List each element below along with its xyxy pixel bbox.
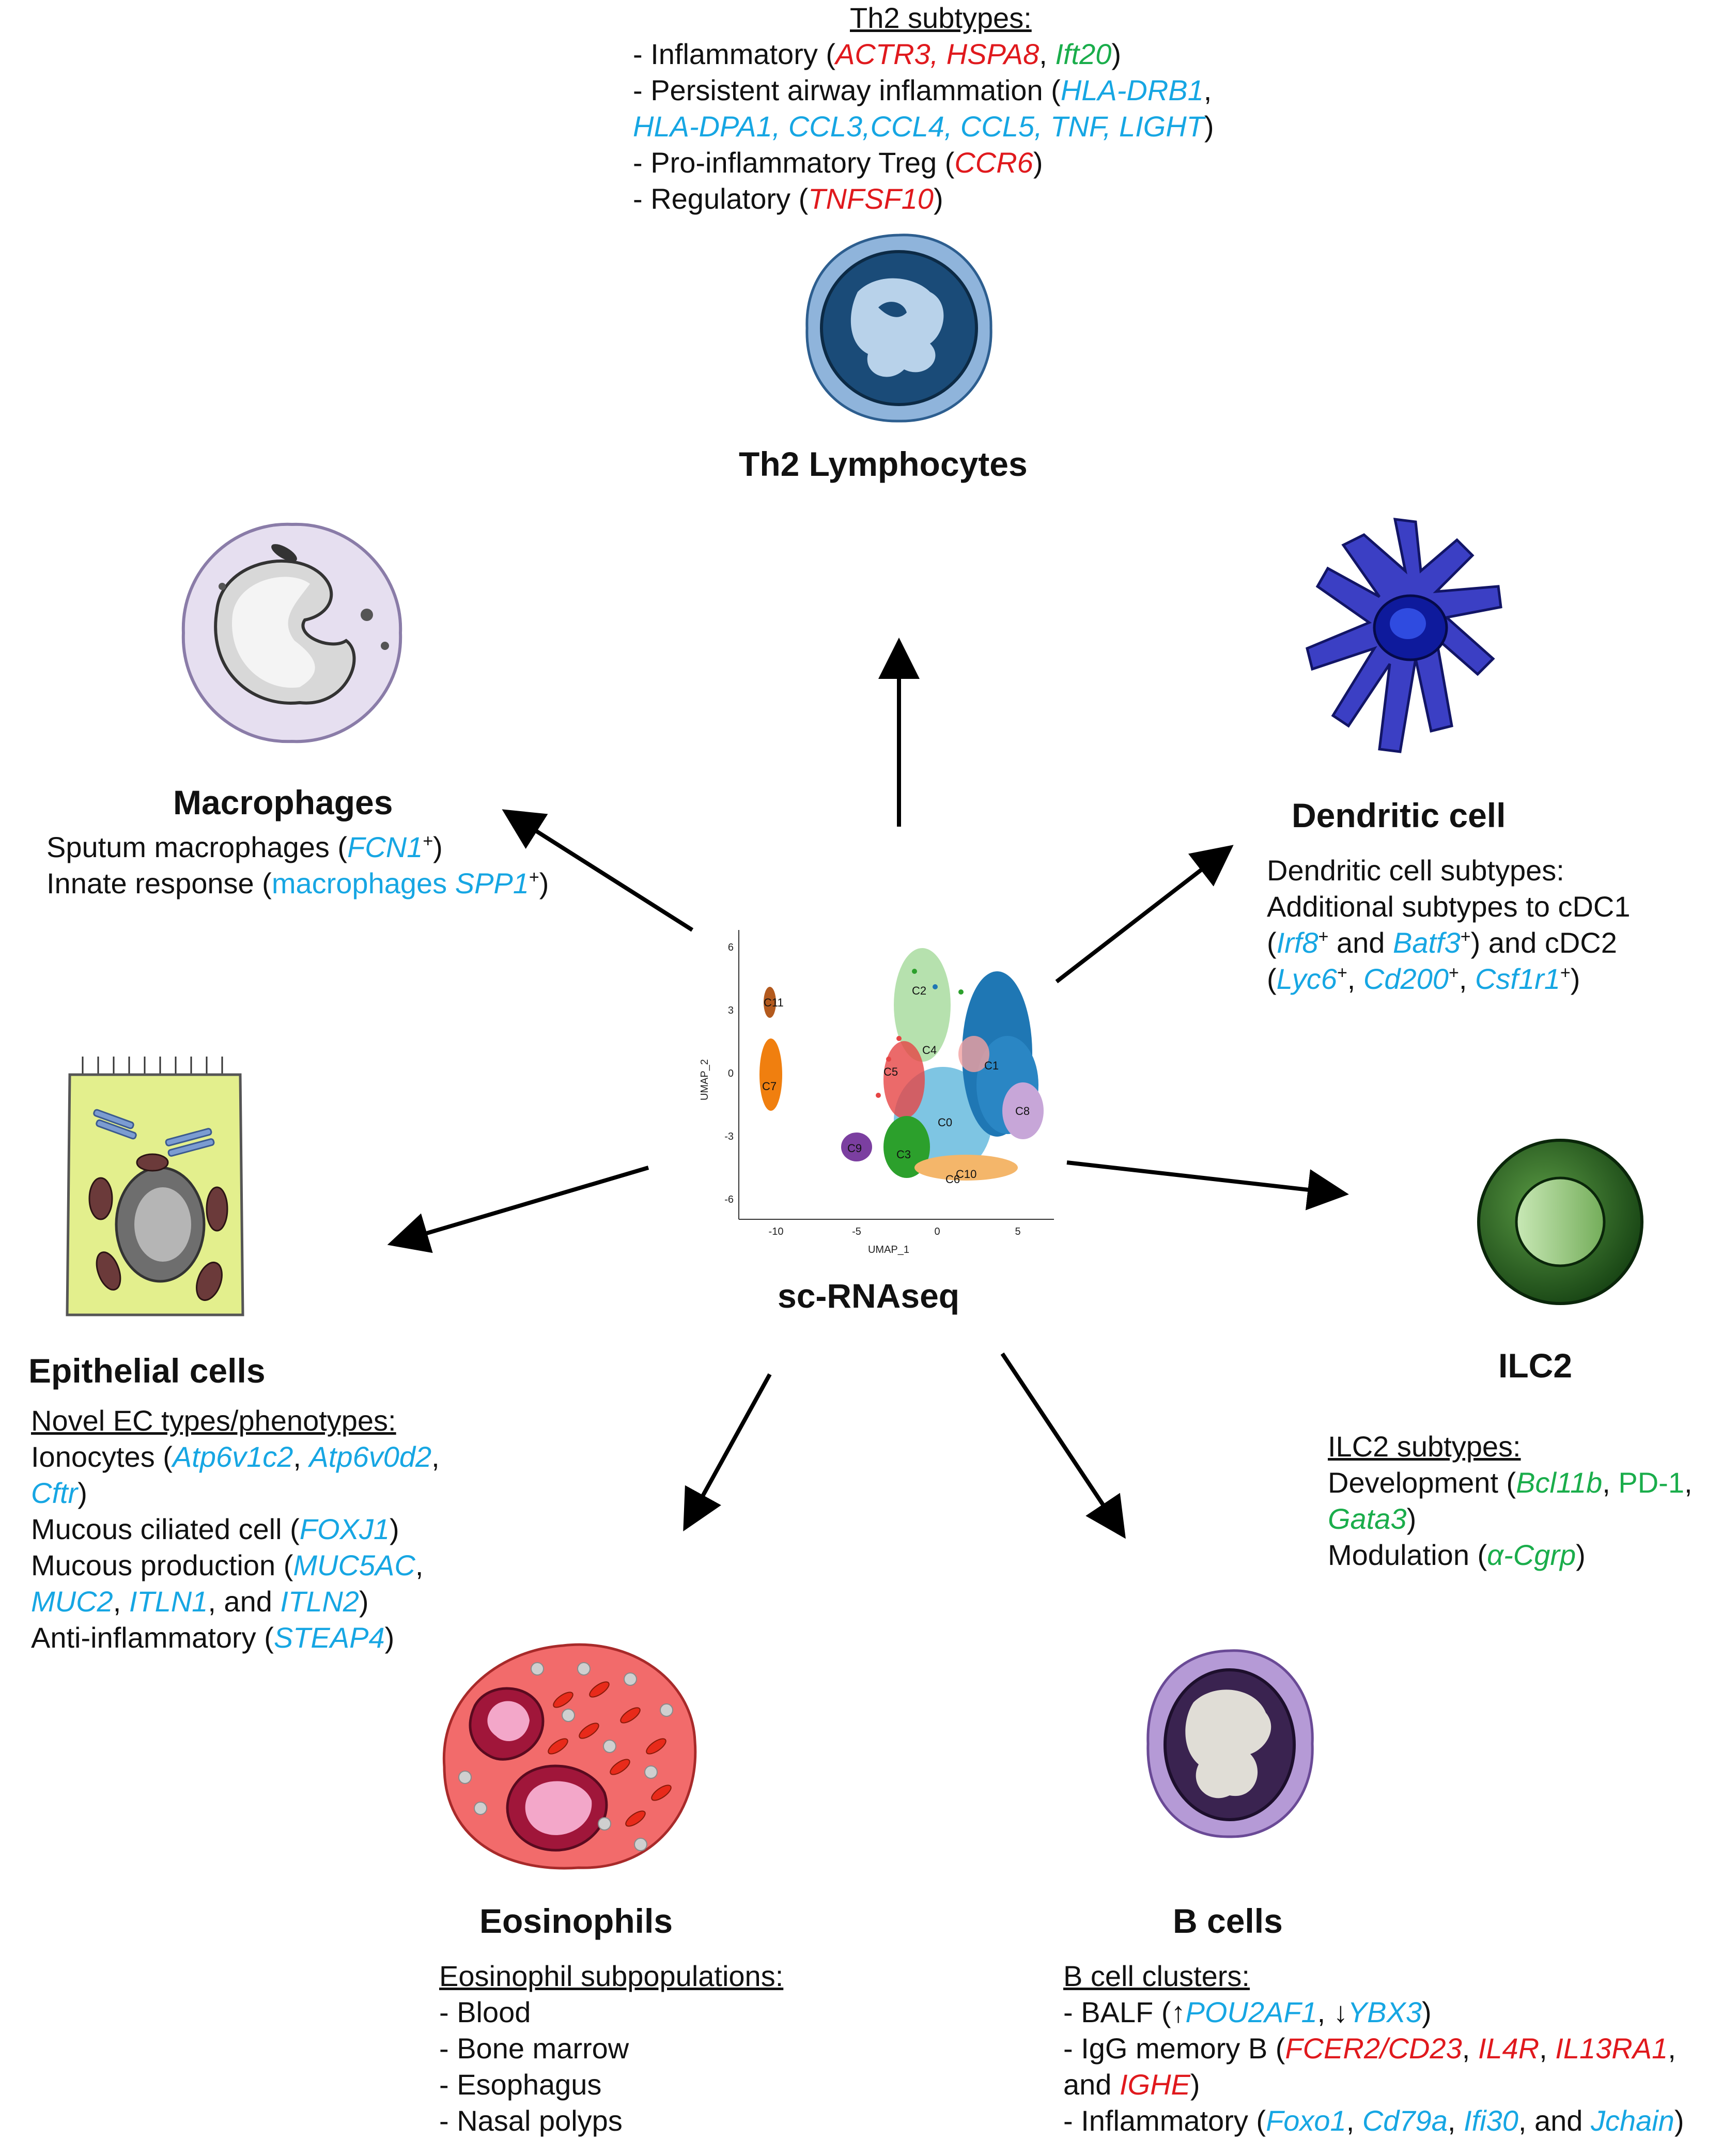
cluster-label: C4 xyxy=(922,1044,937,1057)
umap-plot: 6 3 0 -3 -6 -10 -5 0 5 UMAP_1 UMAP_2 C0 … xyxy=(692,925,1059,1266)
cluster-label: C8 xyxy=(1015,1105,1030,1118)
th2-title: Th2 Lymphocytes xyxy=(739,445,1028,483)
umap-ytick: 0 xyxy=(728,1068,734,1079)
eosinophils-text: Eosinophil subpopulations: - Blood - Bon… xyxy=(439,1958,783,2139)
cluster-label: C10 xyxy=(956,1168,976,1181)
ilc2-heading: ILC2 subtypes: xyxy=(1328,1430,1521,1463)
dendritic-line: (Irf8+ and Batf3+) and cDC2 xyxy=(1267,926,1617,959)
bcells-text: B cell clusters: - BALF (↑POU2AF1, ↓YBX3… xyxy=(1063,1958,1684,2139)
umap-ytick: 6 xyxy=(728,942,734,953)
cluster-label: C3 xyxy=(896,1148,911,1161)
cluster-label: C0 xyxy=(938,1116,952,1129)
eosinophils-item: - Bone marrow xyxy=(439,2032,629,2065)
epithelial-heading: Novel EC types/phenotypes: xyxy=(31,1404,396,1437)
umap-ytick: -3 xyxy=(724,1131,734,1142)
th2-line: HLA-DPA1, CCL3,CCL4, CCL5, TNF, LIGHT) xyxy=(633,110,1214,143)
umap-xlabel: UMAP_1 xyxy=(868,1244,909,1255)
arrow-to-bcells xyxy=(1000,1352,1126,1539)
cluster-label: C5 xyxy=(883,1065,898,1078)
eosinophils-title: Eosinophils xyxy=(479,1902,673,1940)
center-title: sc-RNAseq xyxy=(778,1277,960,1315)
cluster-label: C1 xyxy=(984,1059,999,1072)
dendritic-line: Additional subtypes to cDC1 xyxy=(1267,890,1631,923)
macrophages-title: Macrophages xyxy=(173,783,393,821)
umap-xtick: -10 xyxy=(769,1226,784,1237)
th2-line: - Inflammatory (ACTR3, HSPA8, Ift20) xyxy=(633,38,1122,70)
dendritic-line: Dendritic cell subtypes: xyxy=(1267,854,1564,887)
cluster-label: C7 xyxy=(762,1080,777,1093)
epithelial-cell-image xyxy=(62,1054,248,1323)
ilc2-title: ILC2 xyxy=(1498,1346,1573,1385)
bcells-heading: B cell clusters: xyxy=(1063,1960,1250,1992)
arrow-to-epithelial xyxy=(387,1166,649,1253)
epithelial-line: Ionocytes (Atp6v1c2, Atp6v0d2, xyxy=(31,1440,440,1473)
arrow-to-eosinophils xyxy=(683,1373,772,1532)
umap-xtick: 0 xyxy=(934,1226,940,1237)
macrophage-cell-image xyxy=(176,517,408,749)
th2-line: - Regulatory (TNFSF10) xyxy=(633,182,943,215)
epithelial-line: Cftr) xyxy=(31,1477,87,1509)
ilc2-text: ILC2 subtypes: Development (Bcl11b, PD-1… xyxy=(1328,1429,1693,1573)
th2-lymphocyte-cell-image xyxy=(801,230,997,426)
epithelial-line: Anti-inflammatory (STEAP4) xyxy=(31,1621,395,1654)
dendritic-cell-image xyxy=(1302,509,1509,762)
epithelial-title: Epithelial cells xyxy=(28,1352,266,1390)
macrophages-line: Innate response (macrophages SPP1+) xyxy=(46,867,549,899)
th2-line: - Persistent airway inflammation (HLA-DR… xyxy=(633,74,1212,106)
ilc2-line: Modulation (α-Cgrp) xyxy=(1328,1539,1586,1571)
eosinophil-cell-image xyxy=(434,1638,703,1875)
bcells-line: - IgG memory B (FCER2/CD23, IL4R, IL13RA… xyxy=(1063,2032,1676,2065)
dendritic-title: Dendritic cell xyxy=(1292,796,1506,834)
bcells-line: and IGHE) xyxy=(1063,2068,1200,2101)
umap-ytick: -6 xyxy=(724,1194,734,1205)
arrow-to-dendritic xyxy=(1055,845,1234,984)
th2-line: - Pro-inflammatory Treg (CCR6) xyxy=(633,146,1043,179)
macrophages-line: Sputum macrophages (FCN1+) xyxy=(46,831,443,863)
dendritic-line: (Lyc6+, Cd200+, Csf1r1+) xyxy=(1267,963,1580,995)
cluster-label: C9 xyxy=(847,1142,862,1155)
umap-xtick: 5 xyxy=(1015,1226,1020,1237)
eosinophils-item: - Esophagus xyxy=(439,2068,602,2101)
eosinophils-item: - Nasal polyps xyxy=(439,2104,623,2137)
bcells-line: - Inflammatory (Foxo1, Cd79a, Ifi30, and… xyxy=(1063,2104,1684,2137)
eosinophils-heading: Eosinophil subpopulations: xyxy=(439,1960,784,1992)
ilc2-line: Gata3) xyxy=(1328,1502,1417,1535)
ilc2-cell-image xyxy=(1475,1137,1646,1307)
b-cell-image xyxy=(1142,1646,1317,1842)
epithelial-text: Novel EC types/phenotypes: Ionocytes (At… xyxy=(31,1403,440,1656)
ilc2-line: Development (Bcl11b, PD-1, xyxy=(1328,1466,1693,1499)
arrow-to-macrophages xyxy=(502,809,694,932)
th2-heading: Th2 subtypes: xyxy=(850,2,1032,34)
eosinophils-item: - Blood xyxy=(439,1996,531,2028)
arrow-to-ilc2 xyxy=(1066,1160,1349,1211)
epithelial-line: MUC2, ITLN1, and ITLN2) xyxy=(31,1585,369,1618)
th2-subtypes-text: Th2 subtypes: - Inflammatory (ACTR3, HSP… xyxy=(633,0,1214,217)
bcells-title: B cells xyxy=(1173,1902,1283,1940)
cluster-label: C2 xyxy=(912,984,926,997)
umap-ylabel: UMAP_2 xyxy=(699,1059,710,1100)
macrophages-text: Sputum macrophages (FCN1+) Innate respon… xyxy=(46,829,549,902)
cluster-label: C6 xyxy=(945,1173,960,1186)
umap-xtick: -5 xyxy=(852,1226,861,1237)
dendritic-text: Dendritic cell subtypes: Additional subt… xyxy=(1267,852,1631,997)
bcells-line: - BALF (↑POU2AF1, ↓YBX3) xyxy=(1063,1996,1432,2028)
umap-ytick: 3 xyxy=(728,1005,734,1016)
epithelial-line: Mucous ciliated cell (FOXJ1) xyxy=(31,1513,399,1545)
epithelial-line: Mucous production (MUC5AC, xyxy=(31,1549,424,1581)
cluster-label: C11 xyxy=(764,996,784,1009)
